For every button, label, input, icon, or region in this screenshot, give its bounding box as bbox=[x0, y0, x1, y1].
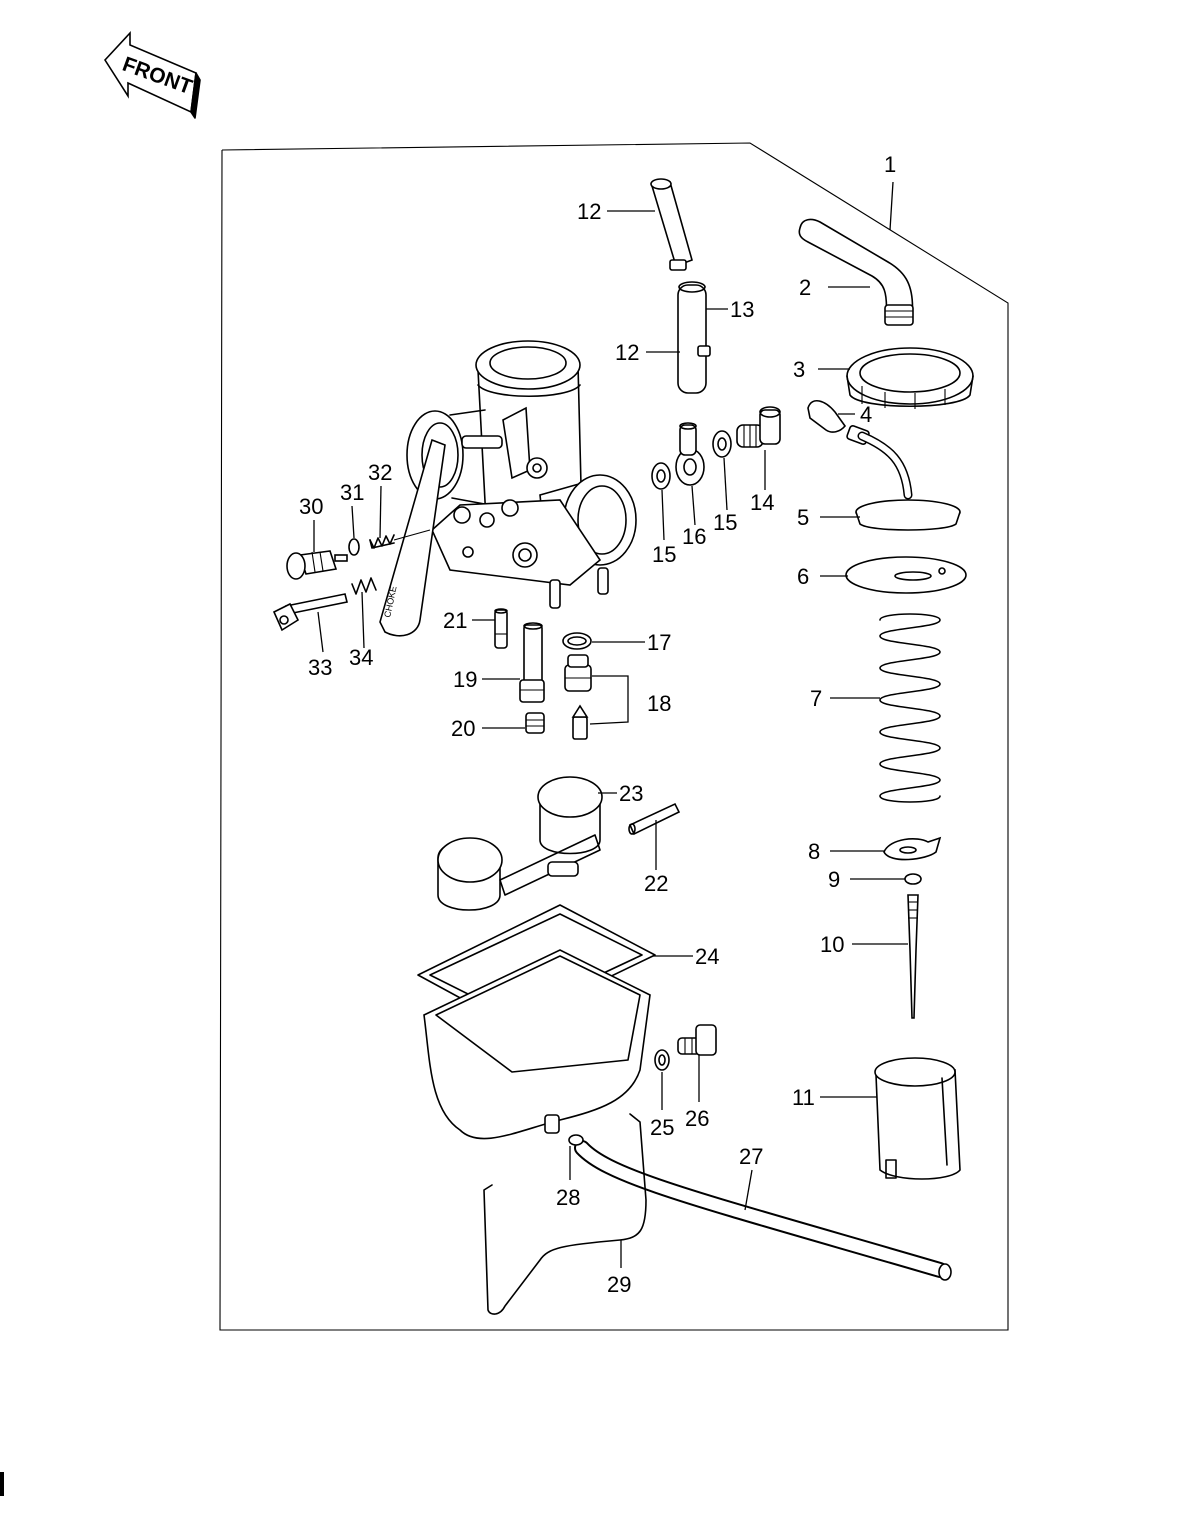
callout-26: 26 bbox=[685, 1106, 709, 1131]
callout-25: 25 bbox=[650, 1115, 674, 1140]
part-15-washer-left bbox=[651, 462, 671, 490]
callout-8: 8 bbox=[808, 839, 820, 864]
callout-3: 3 bbox=[793, 357, 805, 382]
callout-27: 27 bbox=[739, 1144, 763, 1169]
part-27-overflow-tube bbox=[574, 1140, 952, 1281]
callout-24: 24 bbox=[695, 944, 719, 969]
callout-12-lower: 12 bbox=[615, 340, 639, 365]
part-11-throttle-valve bbox=[874, 1057, 961, 1180]
callout-18: 18 bbox=[647, 691, 671, 716]
callout-2: 2 bbox=[799, 275, 811, 300]
callout-29: 29 bbox=[607, 1272, 631, 1297]
part-31-washer bbox=[348, 538, 360, 556]
callout-9: 9 bbox=[828, 867, 840, 892]
callout-33: 33 bbox=[308, 655, 332, 680]
front-arrow-icon: FRONT bbox=[103, 30, 201, 119]
callout-14: 14 bbox=[750, 490, 774, 515]
part-16-banjo-fitting bbox=[675, 422, 705, 486]
part-3-top-ring bbox=[846, 347, 974, 409]
callout-20: 20 bbox=[451, 716, 475, 741]
callout-22: 22 bbox=[644, 871, 668, 896]
part-15-washer-right bbox=[712, 430, 732, 458]
part-20-main-jet bbox=[525, 712, 545, 734]
callout-12-upper: 12 bbox=[577, 199, 601, 224]
part-13-vent-tube-lower bbox=[677, 281, 711, 394]
part-18-float-needle bbox=[571, 704, 589, 740]
part-5-top-cap bbox=[855, 431, 961, 531]
part-19-needle-jet bbox=[519, 622, 545, 703]
part-23-float-assembly bbox=[437, 776, 603, 911]
carburetor-body bbox=[406, 340, 637, 609]
part-13-vent-tube-upper bbox=[650, 178, 693, 271]
part-28-clamp bbox=[568, 1134, 584, 1146]
callout-10: 10 bbox=[820, 932, 844, 957]
part-6-plate bbox=[845, 556, 967, 594]
callout-4: 4 bbox=[860, 402, 872, 427]
part-30-pilot-screw bbox=[286, 550, 348, 580]
choke-lever: CHOKE bbox=[379, 438, 446, 637]
part-7-spring bbox=[879, 613, 941, 803]
part-9-clip bbox=[904, 873, 922, 885]
callout-numbers: 1 2 3 4 5 6 7 8 9 10 11 12 12 13 14 15 1… bbox=[299, 152, 896, 1297]
part-14-banjo-bolt bbox=[736, 406, 781, 448]
callout-23: 23 bbox=[619, 781, 643, 806]
part-10-jet-needle bbox=[907, 894, 919, 1019]
callout-16: 16 bbox=[682, 524, 706, 549]
part-25-drain-washer bbox=[654, 1049, 670, 1071]
callout-5: 5 bbox=[797, 505, 809, 530]
page-edge-mark bbox=[0, 1472, 4, 1496]
part-2-cable-guide bbox=[798, 218, 914, 326]
assembly-boundary bbox=[219, 142, 1009, 1331]
part-33-idle-screw bbox=[272, 593, 348, 632]
part-8-needle-retainer bbox=[883, 836, 942, 861]
part-21-pilot-jet bbox=[494, 608, 508, 649]
part-34-spring bbox=[351, 577, 377, 595]
leader-lines bbox=[313, 181, 908, 1268]
callout-15-left: 15 bbox=[652, 542, 676, 567]
float-chamber-bowl bbox=[423, 949, 651, 1140]
callout-7: 7 bbox=[810, 686, 822, 711]
callout-34: 34 bbox=[349, 645, 373, 670]
part-32-spring bbox=[369, 534, 395, 549]
callout-32: 32 bbox=[368, 460, 392, 485]
callout-28: 28 bbox=[556, 1185, 580, 1210]
callout-19: 19 bbox=[453, 667, 477, 692]
part-17-o-ring bbox=[562, 632, 592, 650]
part-26-drain-plug bbox=[677, 1024, 717, 1056]
callout-6: 6 bbox=[797, 564, 809, 589]
part-18-valve-seat bbox=[564, 654, 592, 692]
callout-31: 31 bbox=[340, 480, 364, 505]
callout-11: 11 bbox=[792, 1085, 815, 1110]
part-22-float-pin bbox=[628, 802, 681, 836]
callout-13: 13 bbox=[730, 297, 754, 322]
callout-17: 17 bbox=[647, 630, 671, 655]
callout-30: 30 bbox=[299, 494, 323, 519]
callout-1: 1 bbox=[884, 152, 896, 177]
part-29-wire-clip bbox=[483, 1113, 647, 1315]
callout-15-right: 15 bbox=[713, 510, 737, 535]
part-17-o-ring-inner bbox=[567, 636, 587, 646]
callout-21: 21 bbox=[443, 608, 467, 633]
